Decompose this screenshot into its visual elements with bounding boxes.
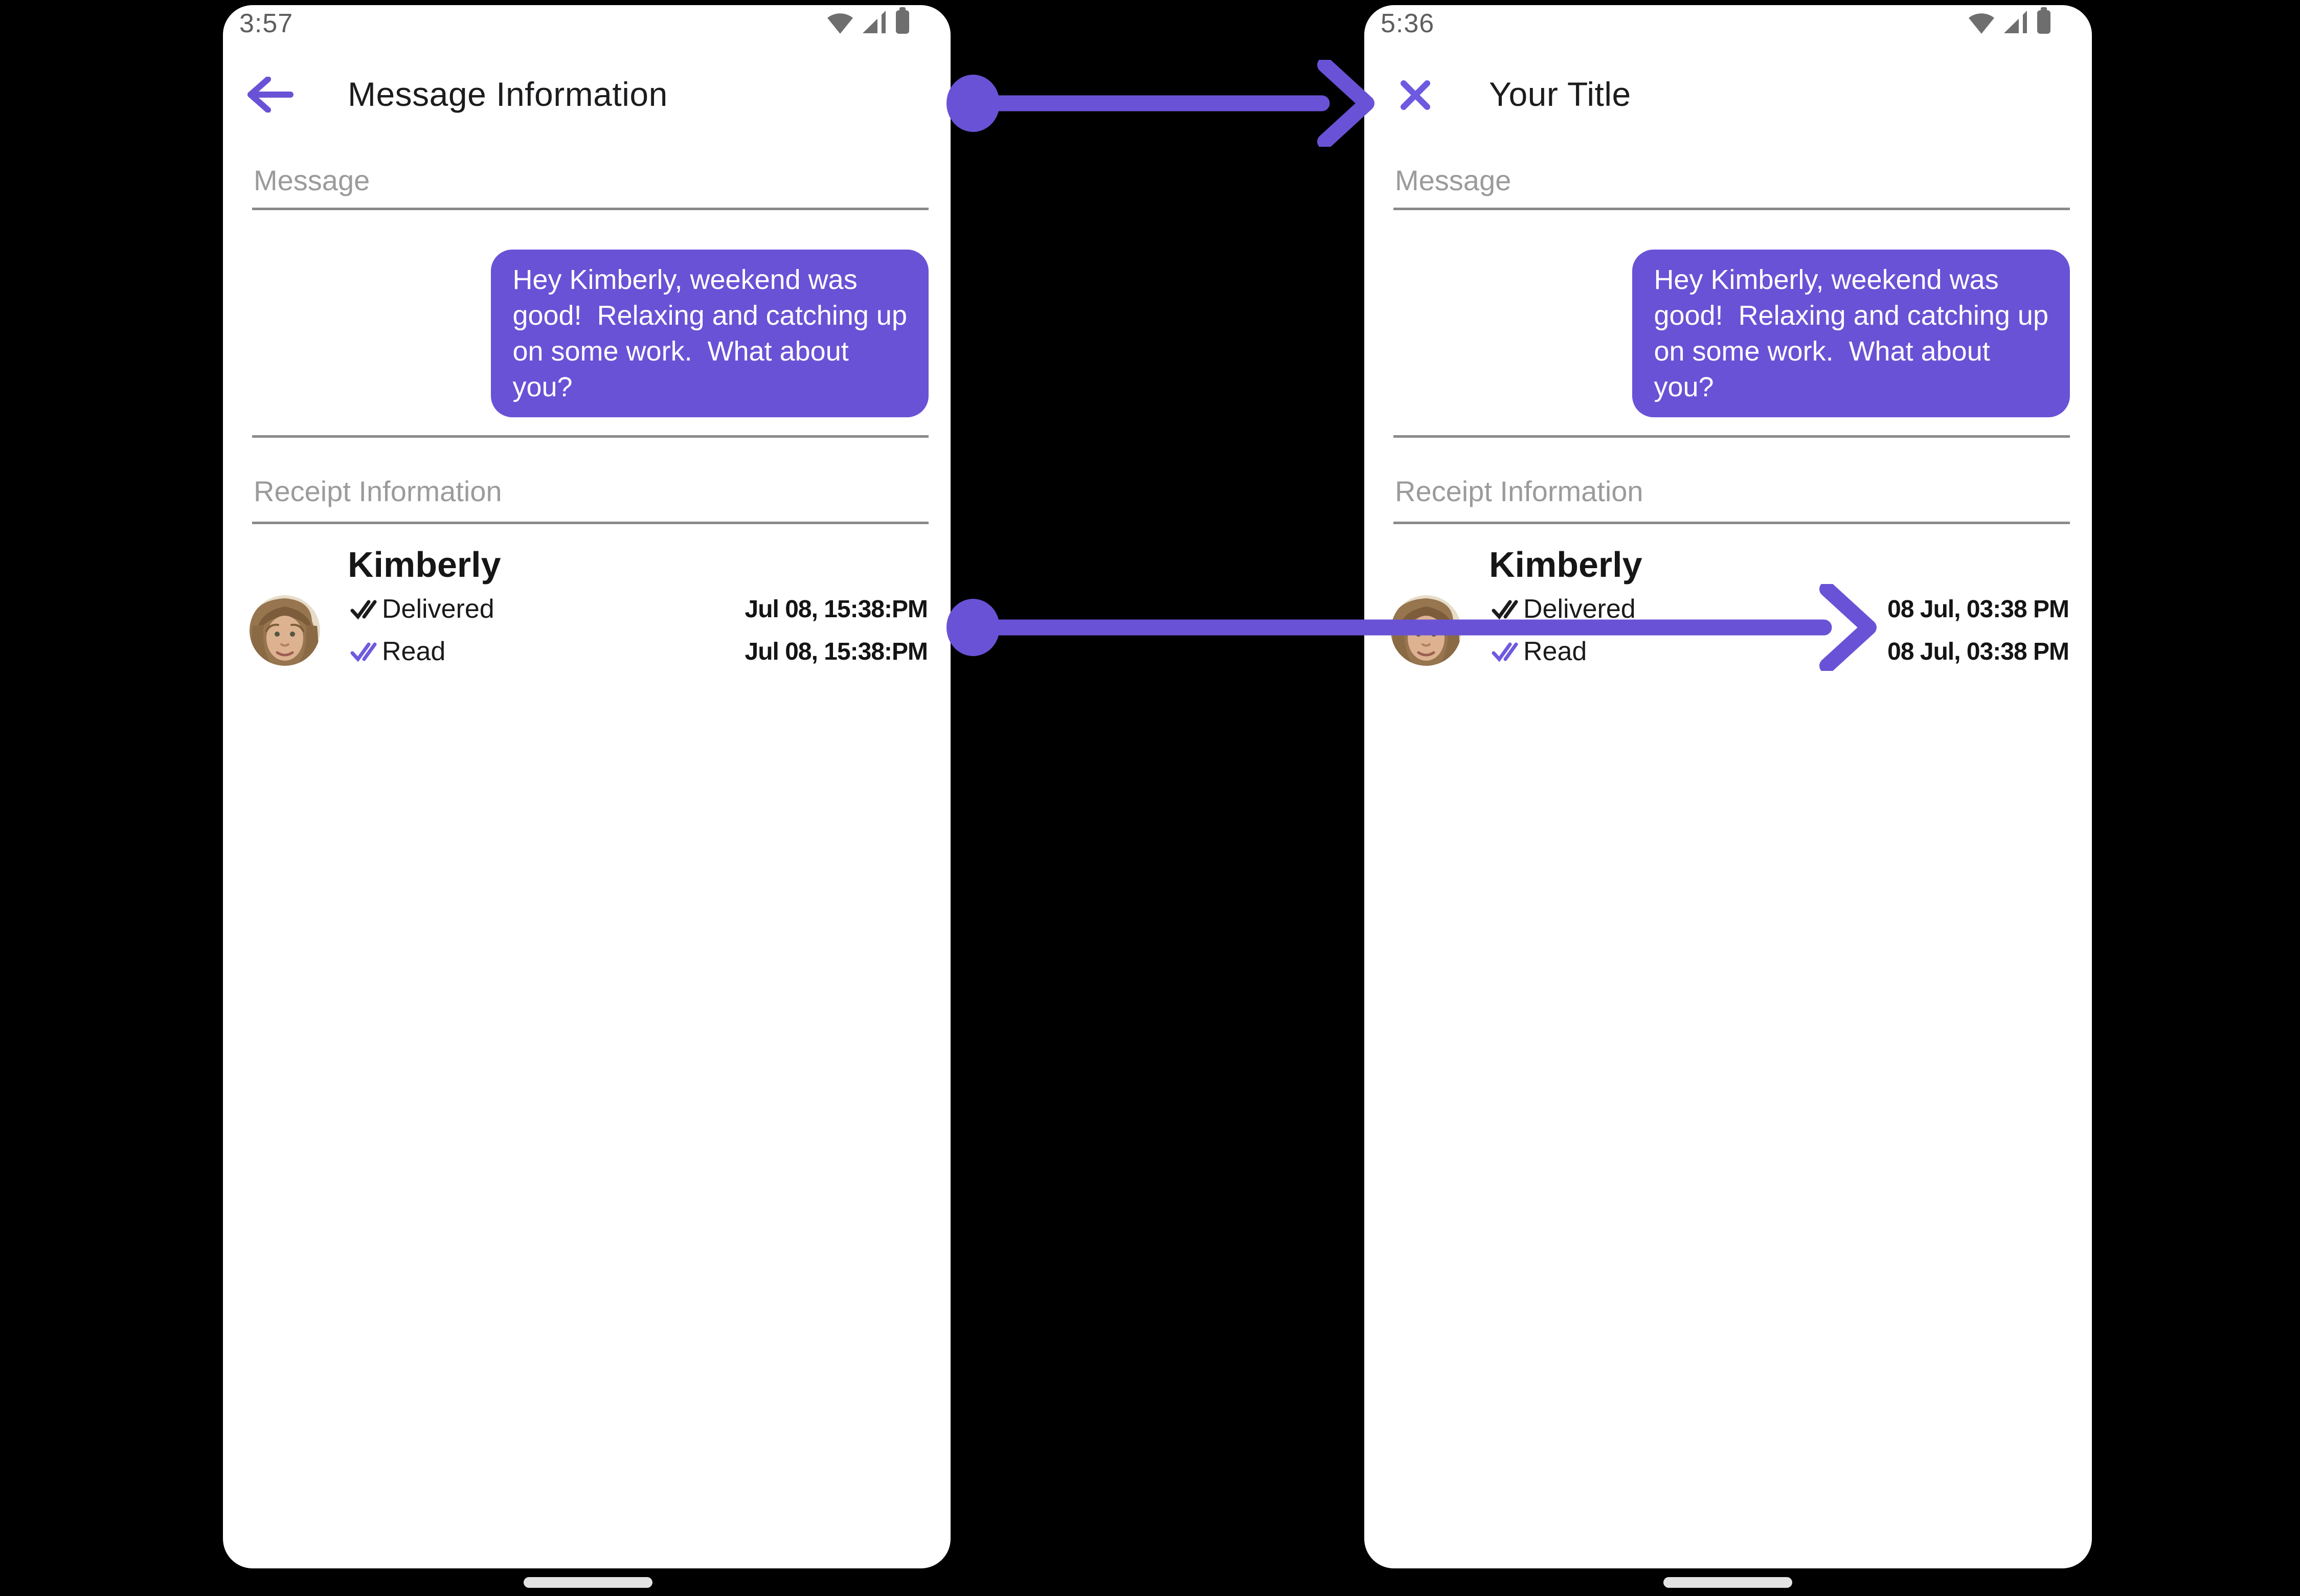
message-bubble: Hey Kimberly, weekend was good! Relaxing… bbox=[491, 250, 929, 417]
home-gesture-pill[interactable] bbox=[524, 1577, 652, 1588]
receipt-timestamp: 08 Jul, 03:38 PM bbox=[1887, 638, 2069, 665]
divider bbox=[1393, 522, 2070, 524]
wifi-icon bbox=[827, 13, 853, 34]
receipt-section-label: Receipt Information bbox=[254, 475, 502, 507]
read-double-check-icon bbox=[1492, 642, 1518, 662]
page-title: Message Information bbox=[348, 75, 668, 113]
receipt-status-label: Read bbox=[382, 637, 446, 666]
divider bbox=[252, 435, 929, 438]
receipt-status-label: Delivered bbox=[382, 594, 494, 624]
message-bubble-container: Hey Kimberly, weekend was good! Relaxing… bbox=[252, 250, 929, 417]
page-title: Your Title bbox=[1489, 75, 1631, 113]
close-x-icon[interactable] bbox=[1400, 80, 1431, 110]
status-icons bbox=[826, 7, 911, 34]
message-bubble: Hey Kimberly, weekend was good! Relaxing… bbox=[1632, 250, 2070, 417]
battery-icon bbox=[2037, 7, 2050, 34]
receipt-timestamp: 08 Jul, 03:38 PM bbox=[1887, 595, 2069, 623]
delivered-double-check-icon bbox=[350, 600, 377, 620]
title-change-annotation-arrow bbox=[946, 60, 1374, 147]
divider bbox=[1393, 208, 2070, 210]
status-time: 3:57 bbox=[239, 9, 294, 38]
battery-icon bbox=[896, 7, 909, 34]
receipt-row-delivered: Delivered 08 Jul, 03:38 PM bbox=[1492, 591, 2069, 627]
signal-icon bbox=[2004, 11, 2027, 33]
divider bbox=[1393, 435, 2070, 438]
receipt-section-label: Receipt Information bbox=[1395, 475, 1643, 507]
receipt-row-read: Read 08 Jul, 03:38 PM bbox=[1492, 633, 2069, 670]
timestamp-change-annotation-arrow bbox=[946, 584, 1877, 671]
kimberly-avatar-image bbox=[250, 595, 320, 666]
contact-name: Kimberly bbox=[1489, 545, 1642, 585]
receipt-timestamp: Jul 08, 15:38:PM bbox=[745, 595, 928, 623]
contact-name: Kimberly bbox=[348, 545, 501, 585]
divider bbox=[252, 208, 929, 210]
receipt-status-label: Read bbox=[1523, 637, 1587, 666]
status-time: 5:36 bbox=[1381, 9, 1435, 38]
home-gesture-pill[interactable] bbox=[1663, 1577, 1792, 1588]
receipt-status-label: Delivered bbox=[1523, 594, 1636, 624]
delivered-double-check-icon bbox=[1492, 600, 1518, 620]
divider bbox=[252, 522, 929, 524]
receipt-row-delivered: Delivered Jul 08, 15:38:PM bbox=[350, 591, 928, 627]
left-phone-screen: 3:57 Message Information Message bbox=[223, 5, 951, 1568]
message-bubble-container: Hey Kimberly, weekend was good! Relaxing… bbox=[1393, 250, 2070, 417]
signal-icon bbox=[863, 11, 886, 33]
receipt-row-read: Read Jul 08, 15:38:PM bbox=[350, 633, 928, 670]
message-section-label: Message bbox=[254, 164, 370, 196]
right-phone-screen: 5:36 Your Title Message Hey Kimber bbox=[1364, 5, 2092, 1568]
message-section-label: Message bbox=[1395, 164, 1512, 196]
status-icons bbox=[1967, 7, 2052, 34]
avatar bbox=[250, 595, 320, 666]
receipt-timestamp: Jul 08, 15:38:PM bbox=[745, 638, 928, 665]
back-arrow-icon[interactable] bbox=[246, 77, 294, 113]
wifi-icon bbox=[1969, 13, 1994, 34]
read-double-check-icon bbox=[350, 642, 377, 662]
